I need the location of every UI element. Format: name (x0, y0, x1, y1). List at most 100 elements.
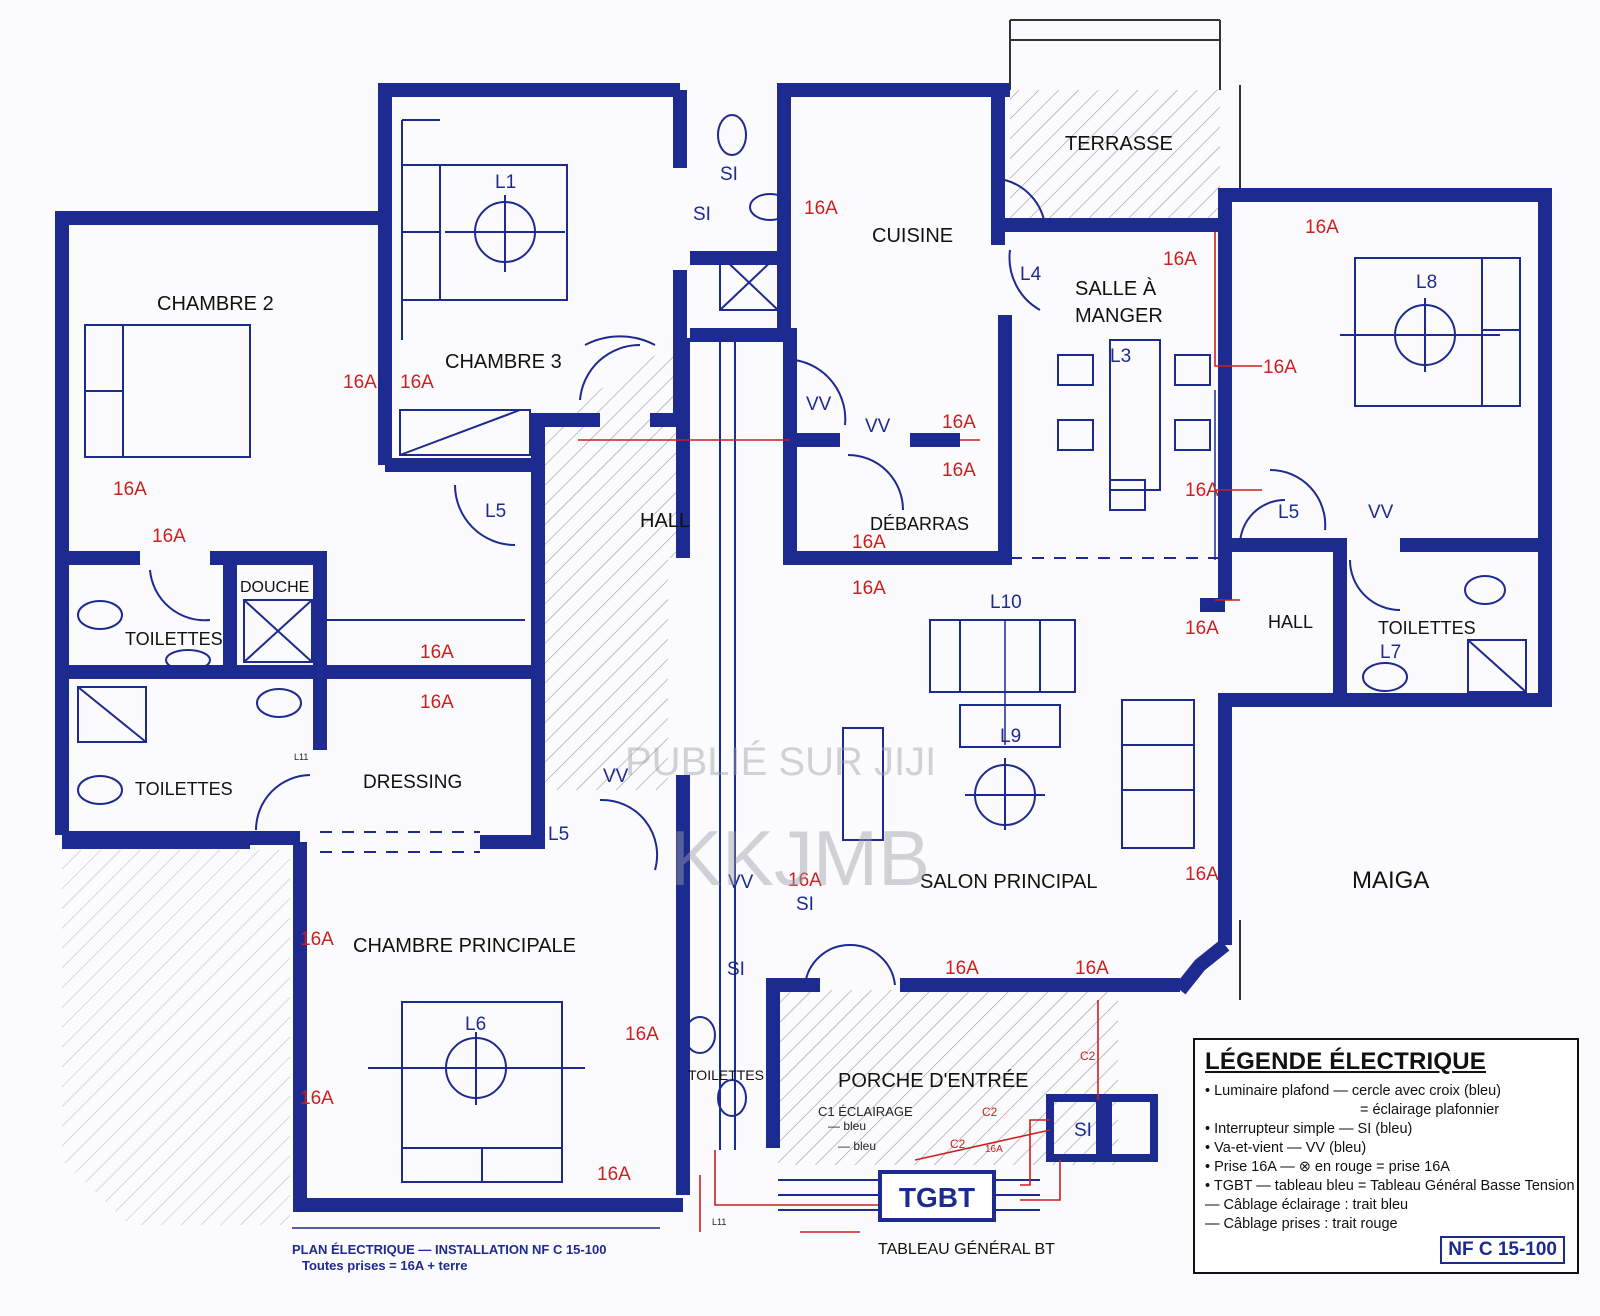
label-l6: L6 (465, 1014, 486, 1035)
plug-16a: 16A (343, 372, 377, 393)
plug-16a: 16A (1163, 249, 1197, 270)
legend-item-vv: • Va-et-vient — VV (bleu) (1205, 1140, 1367, 1156)
porch-notes: C1 ÉCLAIRAGE — bleu — bleu C2 C2 C2 16A … (294, 752, 1096, 1227)
plug-16a: 16A (420, 642, 454, 663)
room-debarras: DÉBARRAS (870, 514, 969, 534)
label-l5-b: L5 (1278, 502, 1299, 523)
plug-16a: 16A (113, 479, 147, 500)
room-labels: CHAMBRE 2 CHAMBRE 3 CUISINE TERRASSE SAL… (125, 133, 1476, 1092)
switch-si-4: SI (727, 959, 745, 980)
room-salle-manger-2: MANGER (1075, 305, 1163, 327)
room-cuisine: CUISINE (872, 225, 953, 247)
plug-16a: 16A (625, 1024, 659, 1045)
note-bleu-2: — bleu (838, 1139, 876, 1153)
luminaire-labels: L1 L3 L4 L5 L5 L5 L6 L7 L8 L9 L10 (465, 172, 1437, 1035)
tgbt-panel: TGBT (878, 1170, 996, 1222)
room-toilettes-right: TOILETTES (1378, 618, 1476, 638)
note-16a-small: 16A (985, 1144, 1003, 1155)
label-l3: L3 (1110, 346, 1131, 367)
plug-labels: 16A 16A 16A 16A 16A 16A 16A 16A 16A 16A … (113, 198, 1339, 1185)
room-toilettes-center: TOILETTES (688, 1067, 764, 1083)
room-salle-manger-1: SALLE À (1075, 277, 1157, 300)
porch-hatch (778, 990, 1118, 1165)
legend-item-si: • Interrupteur simple — SI (bleu) (1205, 1121, 1413, 1137)
terrasse-hatch (1010, 90, 1220, 220)
plug-16a: 16A (788, 870, 822, 891)
switch-vv-5: VV (728, 872, 754, 893)
legend-item-luminaire: • Luminaire plafond — cercle avec croix … (1205, 1083, 1502, 1099)
switch-labels: SI SI SI SI SI VV VV VV VV VV (603, 164, 1394, 1141)
plug-16a: 16A (152, 526, 186, 547)
label-l1: L1 (495, 172, 516, 193)
switch-si-1: SI (720, 164, 738, 185)
furniture-lines (77, 114, 1527, 1211)
plug-16a: 16A (597, 1164, 631, 1185)
room-hall-center: HALL (640, 510, 690, 532)
label-l4: L4 (1020, 264, 1042, 285)
plug-16a: 16A (1185, 480, 1219, 501)
room-chambre-2: CHAMBRE 2 (157, 293, 274, 315)
switch-vv-2: VV (865, 416, 891, 437)
watermark: PUBLIÉ SUR JIJI KKJMB (625, 739, 936, 902)
legend-title: LÉGENDE ÉLECTRIQUE (1205, 1048, 1486, 1075)
plug-16a: 16A (945, 958, 979, 979)
room-salon-principal: SALON PRINCIPAL (920, 871, 1097, 893)
room-toilettes-left-top: TOILETTES (125, 629, 223, 649)
plug-16a: 16A (1185, 864, 1219, 885)
room-chambre-3: CHAMBRE 3 (445, 351, 562, 373)
note-eclairage: C1 ÉCLAIRAGE (818, 1104, 913, 1119)
legend-item-tgbt: • TGBT — tableau bleu = Tableau Général … (1205, 1178, 1575, 1194)
garden-hatch (62, 850, 290, 1225)
hatched-areas (62, 90, 1220, 1225)
room-hall-right: HALL (1268, 612, 1313, 632)
switch-si-2: SI (693, 204, 711, 225)
plug-16a: 16A (420, 692, 454, 713)
note-c2-a: C2 (982, 1105, 998, 1119)
label-l7: L7 (1380, 642, 1401, 663)
walls (55, 83, 1552, 1212)
legend-item-cablage-eclairage: — Câblage éclairage : trait bleu (1205, 1197, 1409, 1213)
label-l5-c: L5 (548, 824, 569, 845)
footer-line-2: Toutes prises = 16A + terre (302, 1258, 467, 1273)
plug-16a: 16A (942, 412, 976, 433)
plug-16a: 16A (1305, 217, 1339, 238)
note-l11-a: L11 (712, 1217, 726, 1227)
room-dressing: DRESSING (363, 772, 462, 793)
electrical-legend: LÉGENDE ÉLECTRIQUE • Luminaire plafond —… (1193, 1038, 1579, 1274)
legend-item-luminaire-sub: = éclairage plafonnier (1205, 1101, 1567, 1120)
switch-vv-4: VV (603, 766, 629, 787)
luminaire-l8-icon (1340, 298, 1500, 372)
norm-badge: NF C 15-100 (1440, 1236, 1565, 1264)
room-toilettes-left-bottom: TOILETTES (135, 779, 233, 799)
watermark-line-2: KKJMB (670, 814, 930, 902)
plug-16a: 16A (804, 198, 838, 219)
tableau-general-label: TABLEAU GÉNÉRAL BT (878, 1239, 1055, 1258)
tgbt-label: TGBT (899, 1182, 975, 1213)
label-l10: L10 (990, 592, 1022, 613)
switch-vv-3: VV (1368, 502, 1394, 523)
switch-si-panel: SI (1074, 1120, 1092, 1141)
ceiling-lights (368, 195, 1500, 1105)
plug-16a: 16A (300, 1088, 334, 1109)
note-bleu-1: — bleu (828, 1119, 866, 1133)
label-l8: L8 (1416, 272, 1437, 293)
plug-16a: 16A (942, 460, 976, 481)
plan-footer: PLAN ÉLECTRIQUE — INSTALLATION NF C 15-1… (292, 1227, 660, 1273)
legend-list: • Luminaire plafond — cercle avec croix … (1205, 1082, 1575, 1234)
footer-line-1: PLAN ÉLECTRIQUE — INSTALLATION NF C 15-1… (292, 1242, 606, 1257)
socket-wiring (578, 232, 1262, 1233)
room-maiga: MAIGA (1352, 867, 1429, 894)
switch-si-3: SI (796, 894, 814, 915)
room-chambre-principale: CHAMBRE PRINCIPALE (353, 935, 576, 957)
legend-item-cablage-prises: — Câblage prises : trait rouge (1205, 1216, 1398, 1232)
luminaire-l6-icon (368, 1032, 585, 1105)
legend-item-prise: • Prise 16A — ⊗ en rouge = prise 16A (1205, 1159, 1450, 1175)
note-c2-c: C2 (1080, 1049, 1096, 1063)
legend-item-luminaire-eq: = éclairage plafonnier (1360, 1102, 1500, 1118)
plug-16a: 16A (1185, 618, 1219, 639)
label-l9: L9 (1000, 726, 1021, 747)
switch-vv-1: VV (806, 394, 832, 415)
luminaire-l1-icon (445, 195, 565, 272)
room-douche: DOUCHE (240, 579, 309, 596)
